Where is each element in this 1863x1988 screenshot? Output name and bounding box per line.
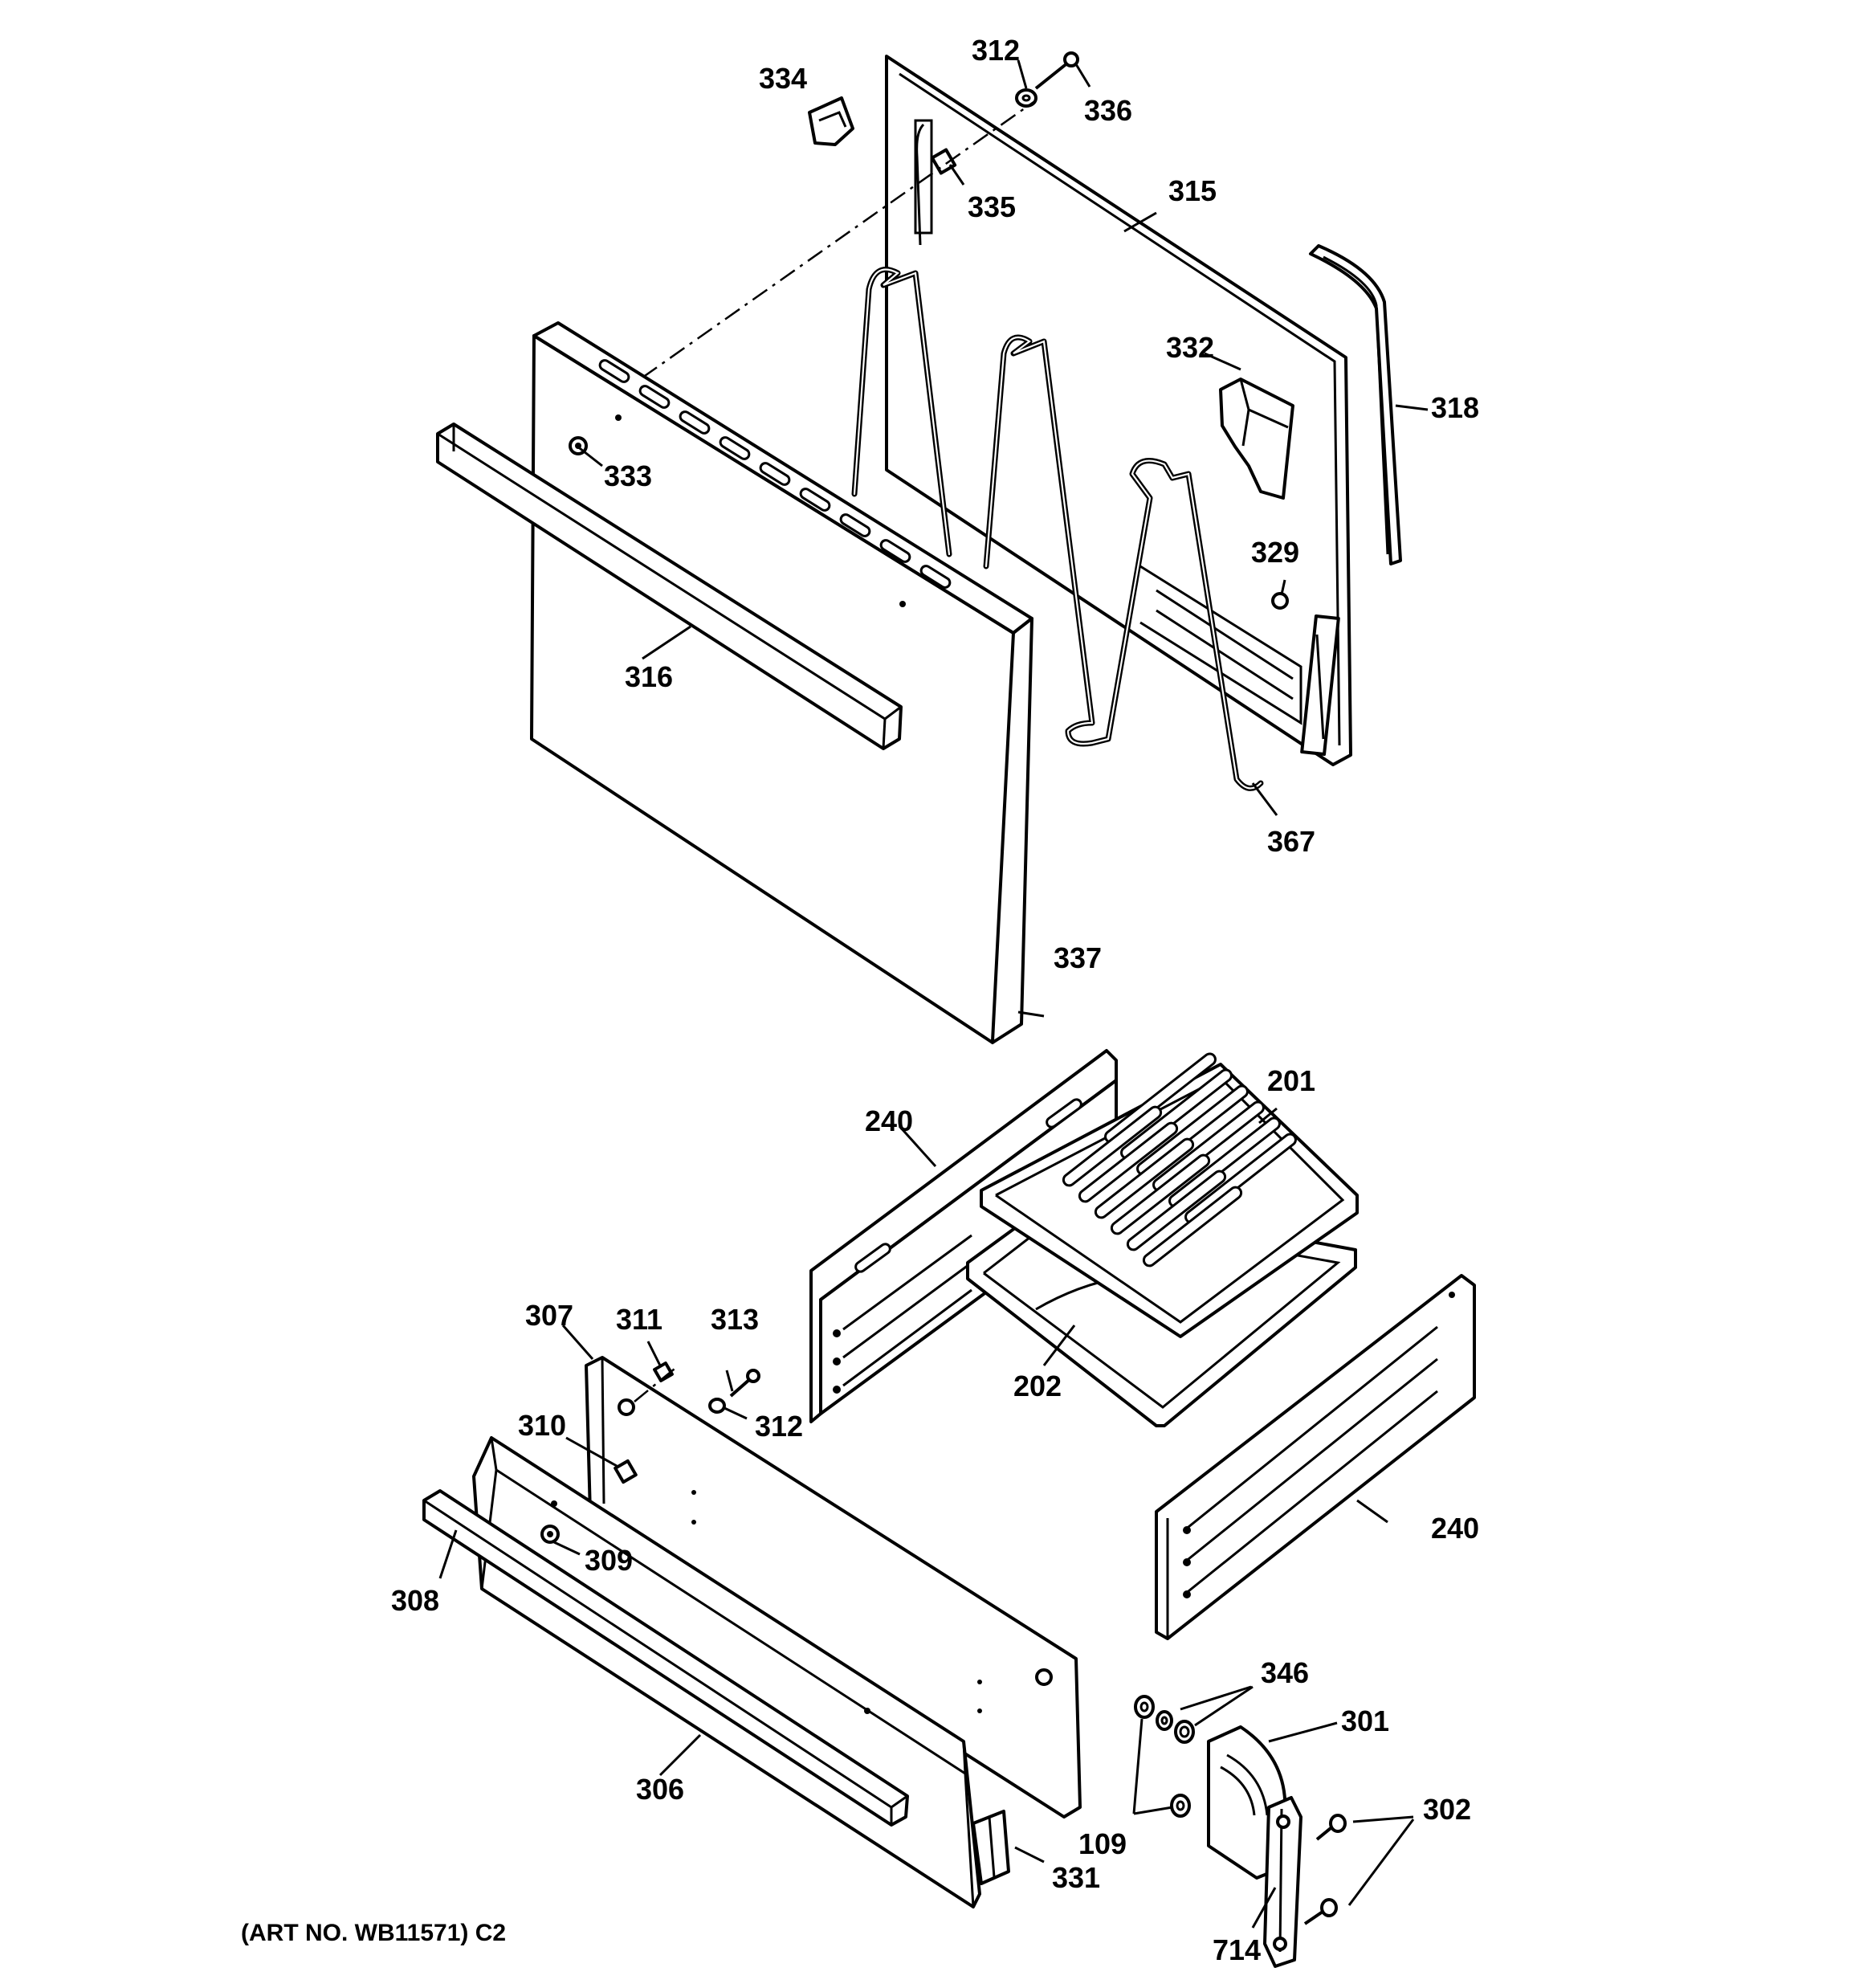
- broiler-grid-201: [980, 1052, 1359, 1338]
- callout-202: 202: [1013, 1370, 1062, 1402]
- callout-346: 346: [1261, 1656, 1309, 1689]
- door-inner-liner-315: [885, 55, 1352, 766]
- callout-240-top: 240: [865, 1104, 913, 1137]
- callout-308: 308: [391, 1584, 439, 1617]
- callout-331: 331: [1052, 1861, 1100, 1894]
- door-handle-316: [436, 423, 903, 750]
- callout-367: 367: [1267, 825, 1315, 858]
- callout-312-bottom: 312: [755, 1410, 803, 1443]
- callout-333: 333: [604, 459, 652, 492]
- callout-316: 316: [625, 660, 673, 693]
- washer-312-bottom: [708, 1398, 726, 1414]
- broiler-grid-slots: [1062, 1052, 1297, 1268]
- callout-201: 201: [1267, 1064, 1315, 1097]
- nut-335: [930, 148, 957, 175]
- callout-109: 109: [1078, 1827, 1127, 1860]
- callout-240-bottom: 240: [1431, 1512, 1479, 1545]
- hinge-arm-714: [1263, 1796, 1302, 1968]
- alignment-line-lower: [634, 1365, 679, 1402]
- callout-332: 332: [1166, 331, 1214, 364]
- callout-309: 309: [585, 1544, 633, 1577]
- callout-306: 306: [636, 1773, 684, 1806]
- callout-336: 336: [1084, 94, 1132, 127]
- oven-rack-wires-367: [851, 267, 1264, 791]
- callout-334: 334: [759, 62, 807, 95]
- callout-307: 307: [525, 1299, 573, 1332]
- callout-313: 313: [711, 1303, 759, 1336]
- callout-301: 301: [1341, 1704, 1389, 1737]
- art-number-label: (ART NO. WB11571) C2: [241, 1920, 507, 1946]
- washer-346-b: [1174, 1720, 1195, 1744]
- washer-312-top: [1015, 88, 1037, 108]
- callout-310: 310: [518, 1409, 566, 1442]
- drawer-glide-331: [972, 1810, 1010, 1885]
- door-vent-slots: [598, 359, 952, 589]
- side-rail-240-right: [1155, 1274, 1476, 1640]
- washer-346-a: [1156, 1710, 1173, 1731]
- leader-lines: [438, 59, 1429, 1929]
- drawer-handle-308: [422, 1489, 909, 1827]
- insulation-332: [1219, 378, 1294, 500]
- screw-302-top: [1315, 1814, 1347, 1841]
- nut-311: [653, 1361, 674, 1382]
- drawer-inner-panel-307: [585, 1356, 1082, 1819]
- callout-numbers: 312 336 334 335 315 318 332 333 329 316 …: [391, 34, 1479, 1966]
- callout-311: 311: [616, 1303, 662, 1336]
- callout-318: 318: [1431, 391, 1479, 424]
- screw-302-bottom: [1303, 1898, 1338, 1925]
- door-gasket-318: [1309, 244, 1402, 565]
- callout-302: 302: [1423, 1793, 1471, 1826]
- washer-109-top: [1134, 1695, 1155, 1719]
- screw-313: [729, 1369, 760, 1398]
- callout-335: 335: [968, 190, 1016, 223]
- screw-336: [1034, 51, 1079, 90]
- outer-door-panel-337: [530, 321, 1033, 1044]
- callout-312-top: 312: [972, 34, 1020, 67]
- bracket-334: [808, 96, 854, 146]
- callout-714: 714: [1213, 1933, 1261, 1966]
- washer-109-bottom: [1170, 1794, 1191, 1818]
- callout-329: 329: [1251, 536, 1299, 569]
- callout-337: 337: [1054, 941, 1102, 974]
- alignment-line-upper: [642, 99, 1037, 379]
- door-hinge-bracket: [1300, 614, 1340, 756]
- screw-329: [1271, 592, 1289, 610]
- nut-310: [614, 1459, 638, 1484]
- screw-309: [540, 1525, 560, 1544]
- callout-315: 315: [1168, 174, 1217, 207]
